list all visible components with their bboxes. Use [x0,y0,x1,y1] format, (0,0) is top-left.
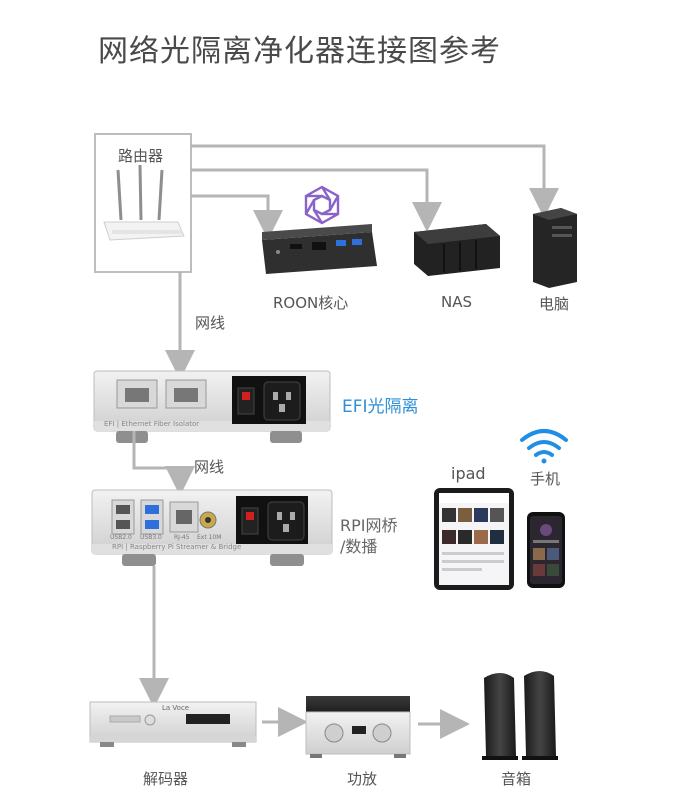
router-label: 路由器 [118,147,164,165]
decoder-brand-text: La Voce [162,704,190,712]
rpi-label-line2: /数播 [340,537,378,556]
nas-label: NAS [441,293,473,311]
cable-label-2: 网线 [194,458,225,476]
ipad-label: ipad [451,464,486,483]
wifi-icon [520,429,568,464]
nas-device [414,224,500,276]
phone-label: 手机 [530,470,561,488]
rpi-usb3-text: USB3.0 [140,534,162,541]
router-node [94,133,192,273]
efi-device [93,370,331,443]
pc-tower-device [533,208,577,288]
amp-label: 功放 [347,770,378,788]
efi-strip-text: EFI | Ethernet Fiber Isolator [104,420,200,428]
rpi-device [91,489,333,566]
rpi-strip-text: RPI | Raspberry Pi Streamer & Bridge [112,543,242,551]
rpi-usb2-text: USB2.0 [110,534,132,541]
ipad-device [434,488,514,590]
rpi-rj45-text: RJ-45 [174,534,190,541]
pc-label: 电脑 [539,295,570,313]
roon-nuc-device [262,224,377,274]
rpi-label-line1: RPI网桥 [340,516,398,535]
roon-logo-icon [304,185,340,225]
efi-label: EFI光隔离 [342,397,419,417]
router-icon [103,164,185,241]
router-links [165,144,559,380]
cable-label-1: 网线 [195,314,226,332]
speakers-device [482,671,558,760]
rpi-ext-text: Ext 10M [197,534,222,541]
decoder-device [89,701,257,747]
efi-to-rpi-cable [132,431,195,496]
decoder-label: 解码器 [143,770,189,788]
amplifier-device [305,696,411,758]
roon-label: ROON核心 [273,294,349,312]
phone-device [527,512,565,588]
speakers-label: 音箱 [501,770,532,788]
page-title: 网络光隔离净化器连接图参考 [98,34,501,69]
